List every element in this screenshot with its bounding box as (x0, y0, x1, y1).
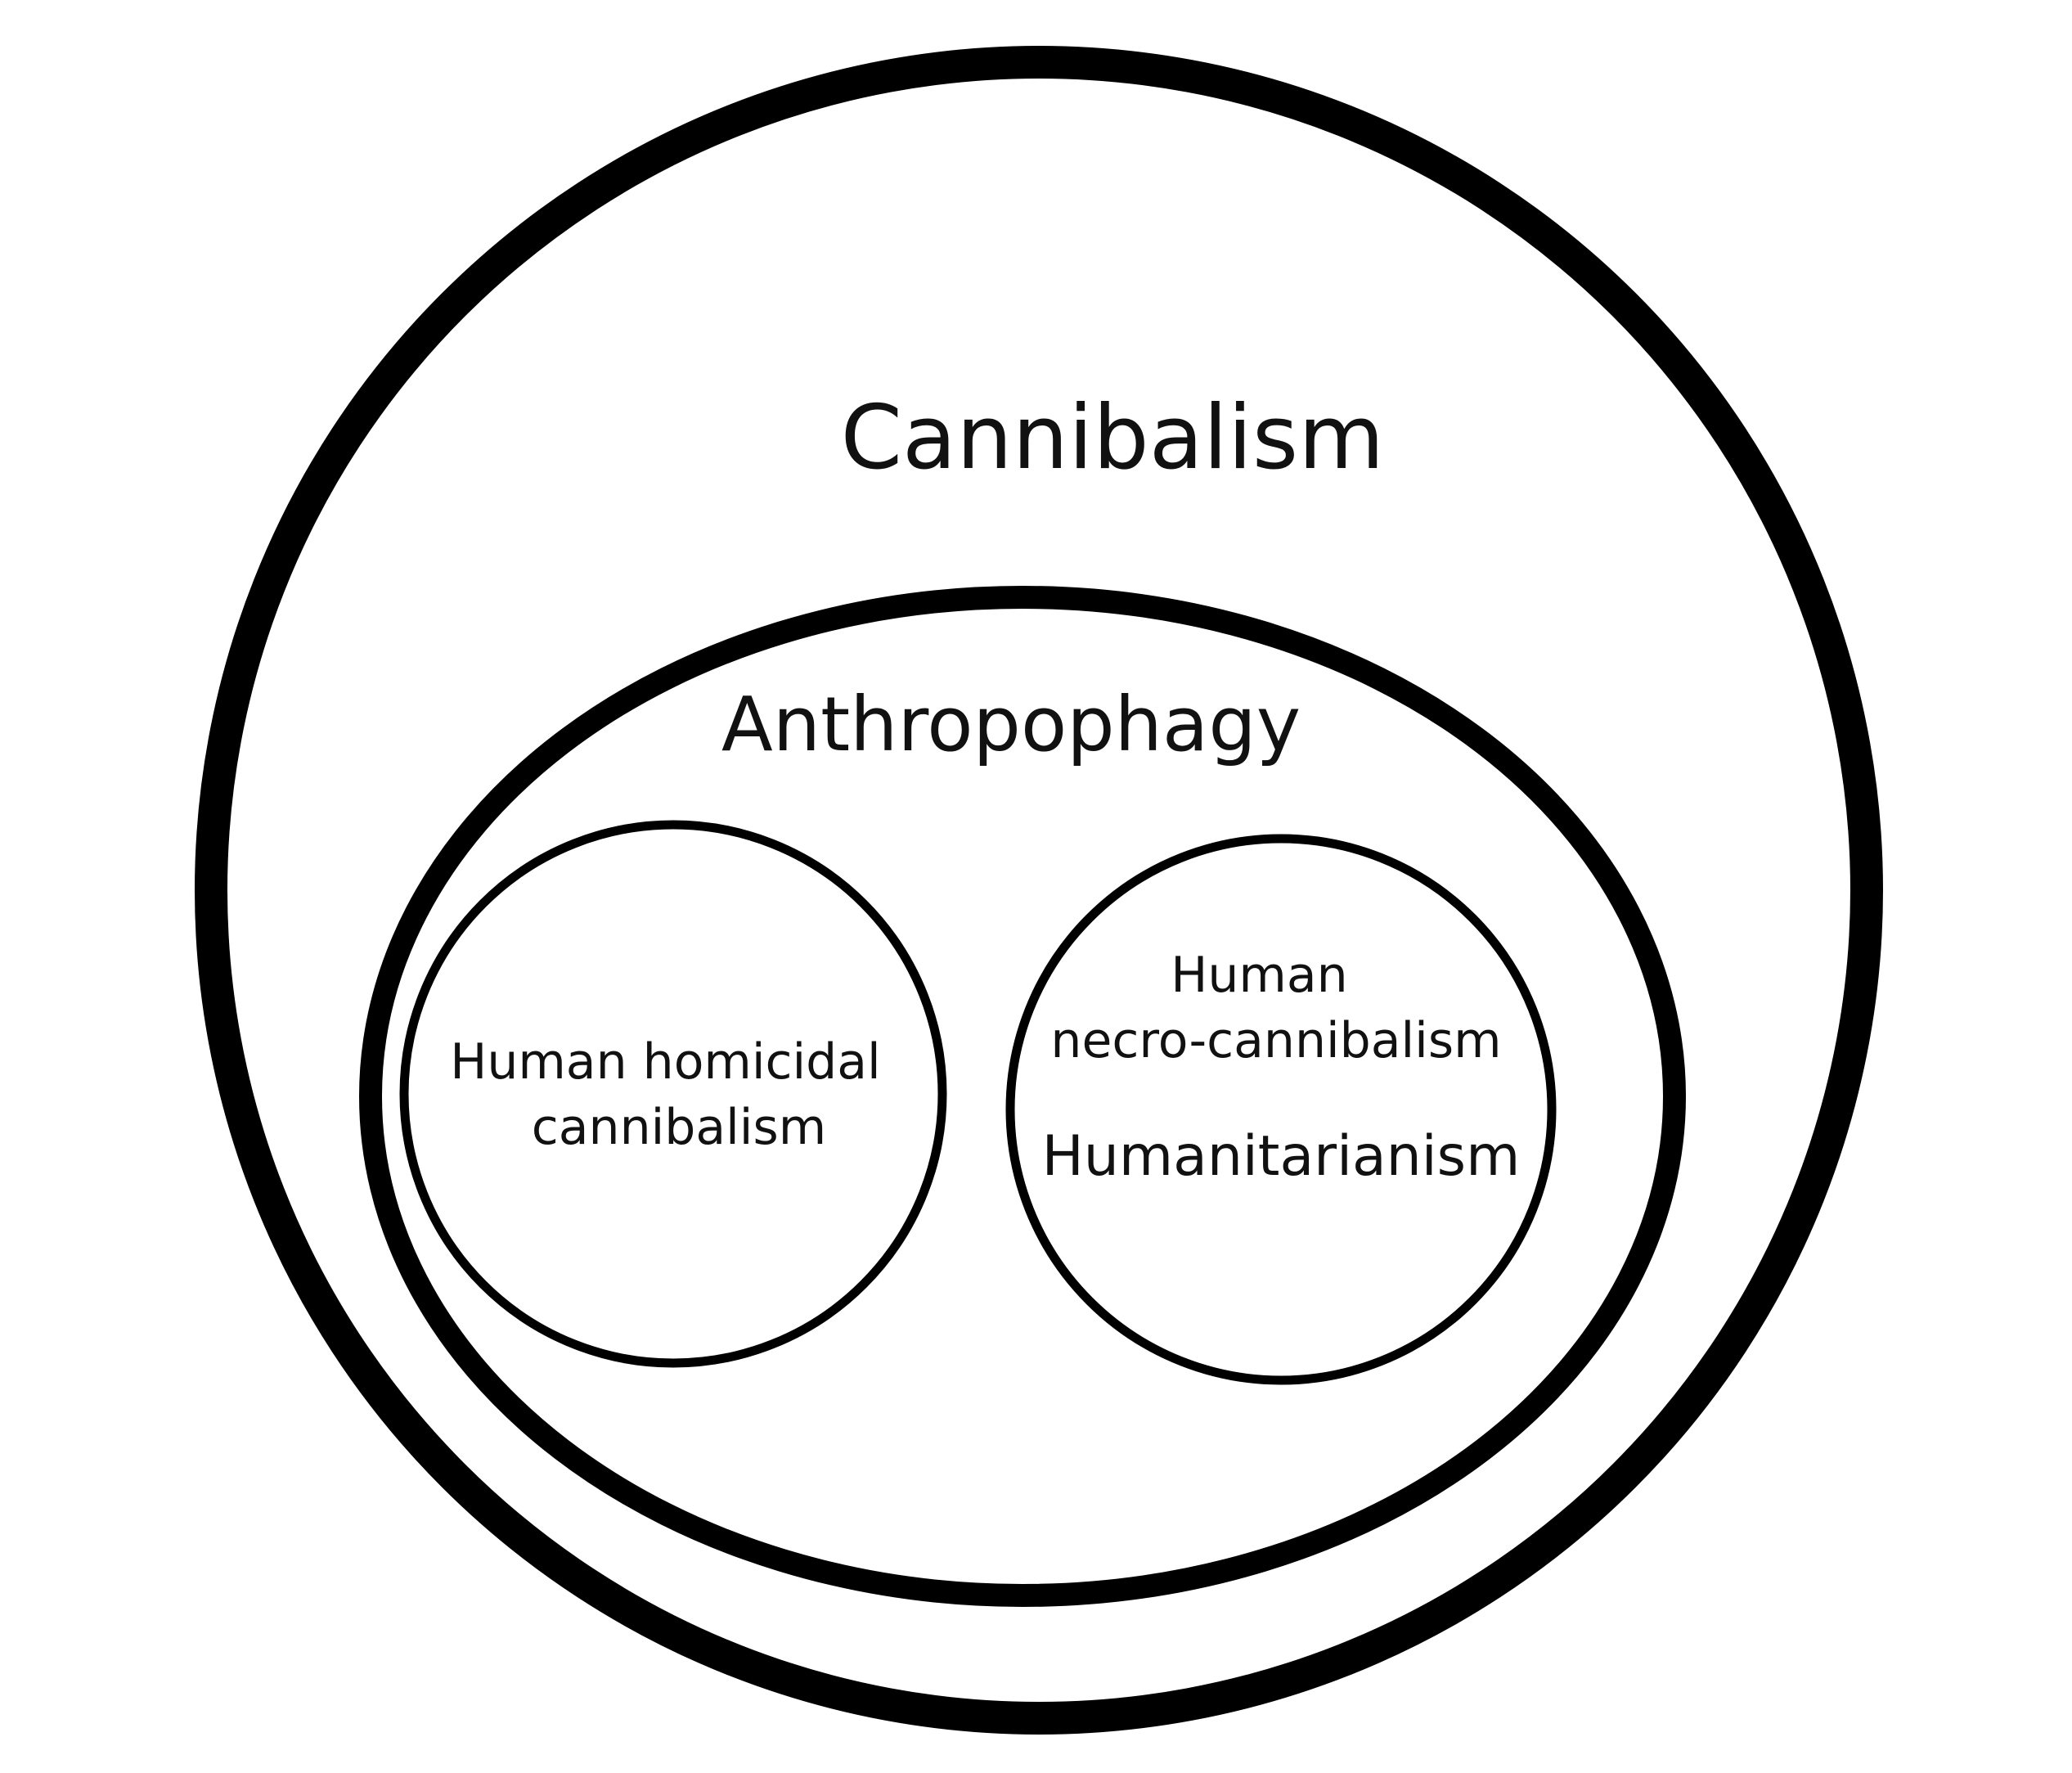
anthropophagy-label: Anthropophagy (721, 681, 1301, 768)
cannibalism-label: Cannibalism (841, 387, 1385, 489)
necro-cannibalism-set-boundary (1005, 834, 1557, 1385)
anthropophagy-set-boundary (359, 586, 1686, 1607)
homicidal-cannibalism-set-boundary (399, 820, 947, 1368)
cannibalism-set-boundary (195, 46, 1883, 1735)
humanitarianism-label: Humanitarianism (1042, 1124, 1521, 1189)
necro-cannibalism-label: Human necro-cannibalism (1050, 947, 1501, 1069)
homicidal-cannibalism-label-line-1: Human homicidal (450, 1033, 881, 1091)
homicidal-cannibalism-label: Human homicidal cannibalism (450, 1033, 897, 1156)
necro-cannibalism-label-line-2: necro-cannibalism (1050, 1012, 1501, 1069)
necro-cannibalism-label-line-1: Human (1171, 947, 1347, 1004)
homicidal-cannibalism-label-line-2: cannibalism (532, 1099, 826, 1156)
